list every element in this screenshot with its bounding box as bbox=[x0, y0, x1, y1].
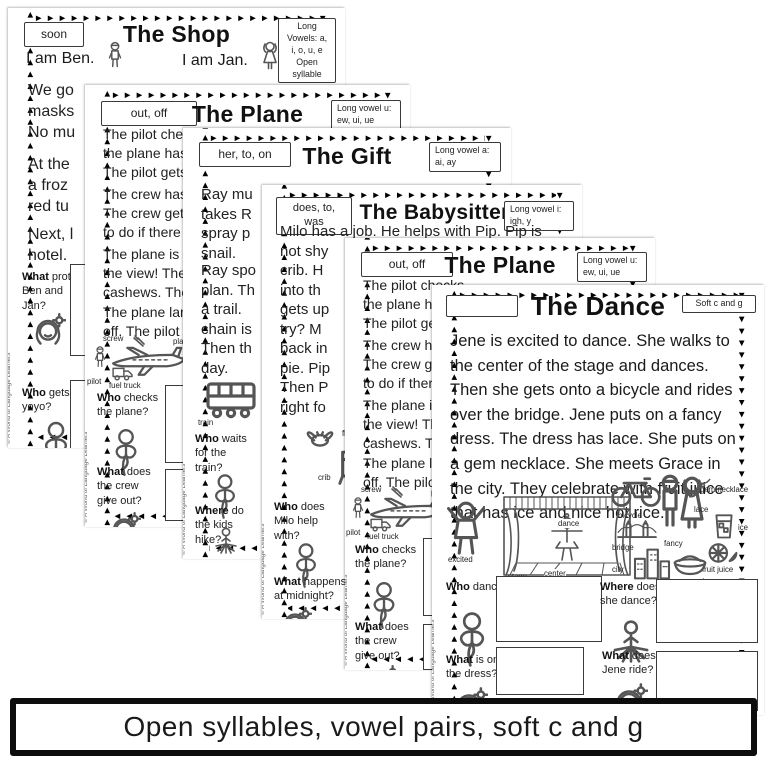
girl-flower-icon bbox=[107, 509, 141, 527]
girl-flower-icon bbox=[278, 605, 312, 619]
story-paragraph: The crew has The crew gets to do if ther… bbox=[103, 186, 195, 240]
fuel-truck-icon bbox=[369, 514, 393, 532]
girl-icon bbox=[258, 28, 282, 84]
hiker-star-icon bbox=[209, 526, 243, 556]
answer-box bbox=[656, 579, 758, 643]
bridge-label: bridge bbox=[612, 543, 634, 552]
bicycle-label: bicycle bbox=[618, 511, 642, 520]
story-paragraph: The plane land off. The pilot f bbox=[103, 304, 196, 339]
copyright: © A World of Language Learners bbox=[345, 574, 349, 666]
lace-label: lace bbox=[694, 505, 709, 514]
center-label: center bbox=[544, 569, 566, 578]
story-paragraph: At the a froz red tu bbox=[28, 156, 70, 215]
word-box: out, off bbox=[101, 101, 197, 126]
caption-text: Open syllables, vowel pairs, soft c and … bbox=[123, 711, 644, 742]
fruit-juice-icon bbox=[708, 541, 738, 565]
ice-label: ice bbox=[738, 523, 748, 532]
copyright: © A World of Language Learners bbox=[262, 523, 266, 615]
story-paragraph: We go masks No mu bbox=[28, 82, 76, 141]
excited-label: excited bbox=[448, 555, 473, 564]
page-title: The Shop bbox=[122, 21, 231, 47]
word-box: her, to, on bbox=[199, 142, 291, 167]
fancy-label: fancy bbox=[664, 539, 683, 548]
page-title: The Gift bbox=[302, 143, 392, 169]
skill-box: Long vowel i: igh, y bbox=[504, 201, 574, 231]
fly-icon bbox=[302, 423, 338, 449]
girl-flower-icon bbox=[365, 662, 399, 670]
gem-necklace-label: gem necklace bbox=[700, 485, 749, 494]
city-label: city bbox=[612, 565, 624, 574]
excited-kid-icon bbox=[440, 497, 492, 555]
copyright: © A World of Language Learners bbox=[183, 463, 187, 555]
answer-box bbox=[496, 576, 602, 642]
train-label: train bbox=[198, 418, 214, 427]
plane-label: plane bbox=[173, 337, 192, 346]
train-icon bbox=[199, 376, 263, 420]
word-box bbox=[446, 295, 518, 317]
page-title: The Dance bbox=[530, 291, 666, 321]
page-title: The Babysitter bbox=[359, 201, 510, 224]
city-icon bbox=[630, 547, 674, 581]
crib-label: crib bbox=[318, 473, 331, 482]
screw-label: screw bbox=[361, 485, 382, 494]
caption-banner: Open syllables, vowel pairs, soft c and … bbox=[10, 698, 757, 756]
answer-box bbox=[496, 647, 584, 695]
worksheet-the-dance: The Dance Soft c and g Jene is excited t… bbox=[432, 285, 764, 715]
fuel-truck-label: fuel truck bbox=[109, 381, 141, 390]
skill-box: Long vowel u: ew, ui, ue bbox=[331, 100, 401, 130]
girl-flower-icon bbox=[30, 310, 66, 350]
ice-glass-icon bbox=[712, 513, 736, 541]
copyright: © A World of Language Learners bbox=[85, 431, 89, 523]
page-title: The Plane bbox=[444, 252, 556, 278]
pilot-label: pilot bbox=[87, 377, 102, 386]
story-paragraph: Next, l hotel. bbox=[28, 226, 74, 264]
story-paragraph: Ray spo plan. Th a trail. chain is Then … bbox=[201, 262, 257, 377]
story-body: Jene is excited to dance. She walks to t… bbox=[450, 332, 736, 523]
pilot-label: pilot bbox=[346, 528, 361, 537]
intro-left: I am Ben. bbox=[26, 50, 95, 67]
skill-box: Long Vowels: a, i, o, u, e Open syllable bbox=[278, 18, 336, 84]
skill-box: Soft c and g bbox=[682, 295, 756, 313]
rice-bowl-icon bbox=[672, 553, 708, 577]
fuel-truck-label: fuel truck bbox=[367, 532, 399, 541]
skill-box: Long vowel a: ai, ay bbox=[429, 142, 501, 172]
copyright: © A World of Language Learners bbox=[8, 352, 12, 444]
word-box: does, to, was bbox=[276, 197, 352, 235]
boy-icon bbox=[104, 28, 126, 82]
dance-label: dance bbox=[558, 519, 580, 528]
story-paragraph: Milo has a job. He helps with Pip. Pip i… bbox=[280, 223, 542, 416]
fruit-juice-label: fruit juice bbox=[702, 565, 734, 574]
word-box: soon bbox=[24, 22, 84, 47]
intro-right: I am Jan. bbox=[182, 52, 248, 69]
word-box: out, off bbox=[361, 252, 453, 277]
story-paragraph: The plane is up the view! The cashews. T… bbox=[103, 246, 199, 300]
story-paragraph: Ray mu takes R spray p snail. bbox=[201, 186, 253, 262]
page-title: The Plane bbox=[191, 101, 304, 127]
fuel-truck-icon bbox=[111, 363, 135, 381]
skill-box: Long vowel u: ew, ui, ue bbox=[577, 252, 647, 282]
screw-label: screw bbox=[103, 334, 124, 343]
